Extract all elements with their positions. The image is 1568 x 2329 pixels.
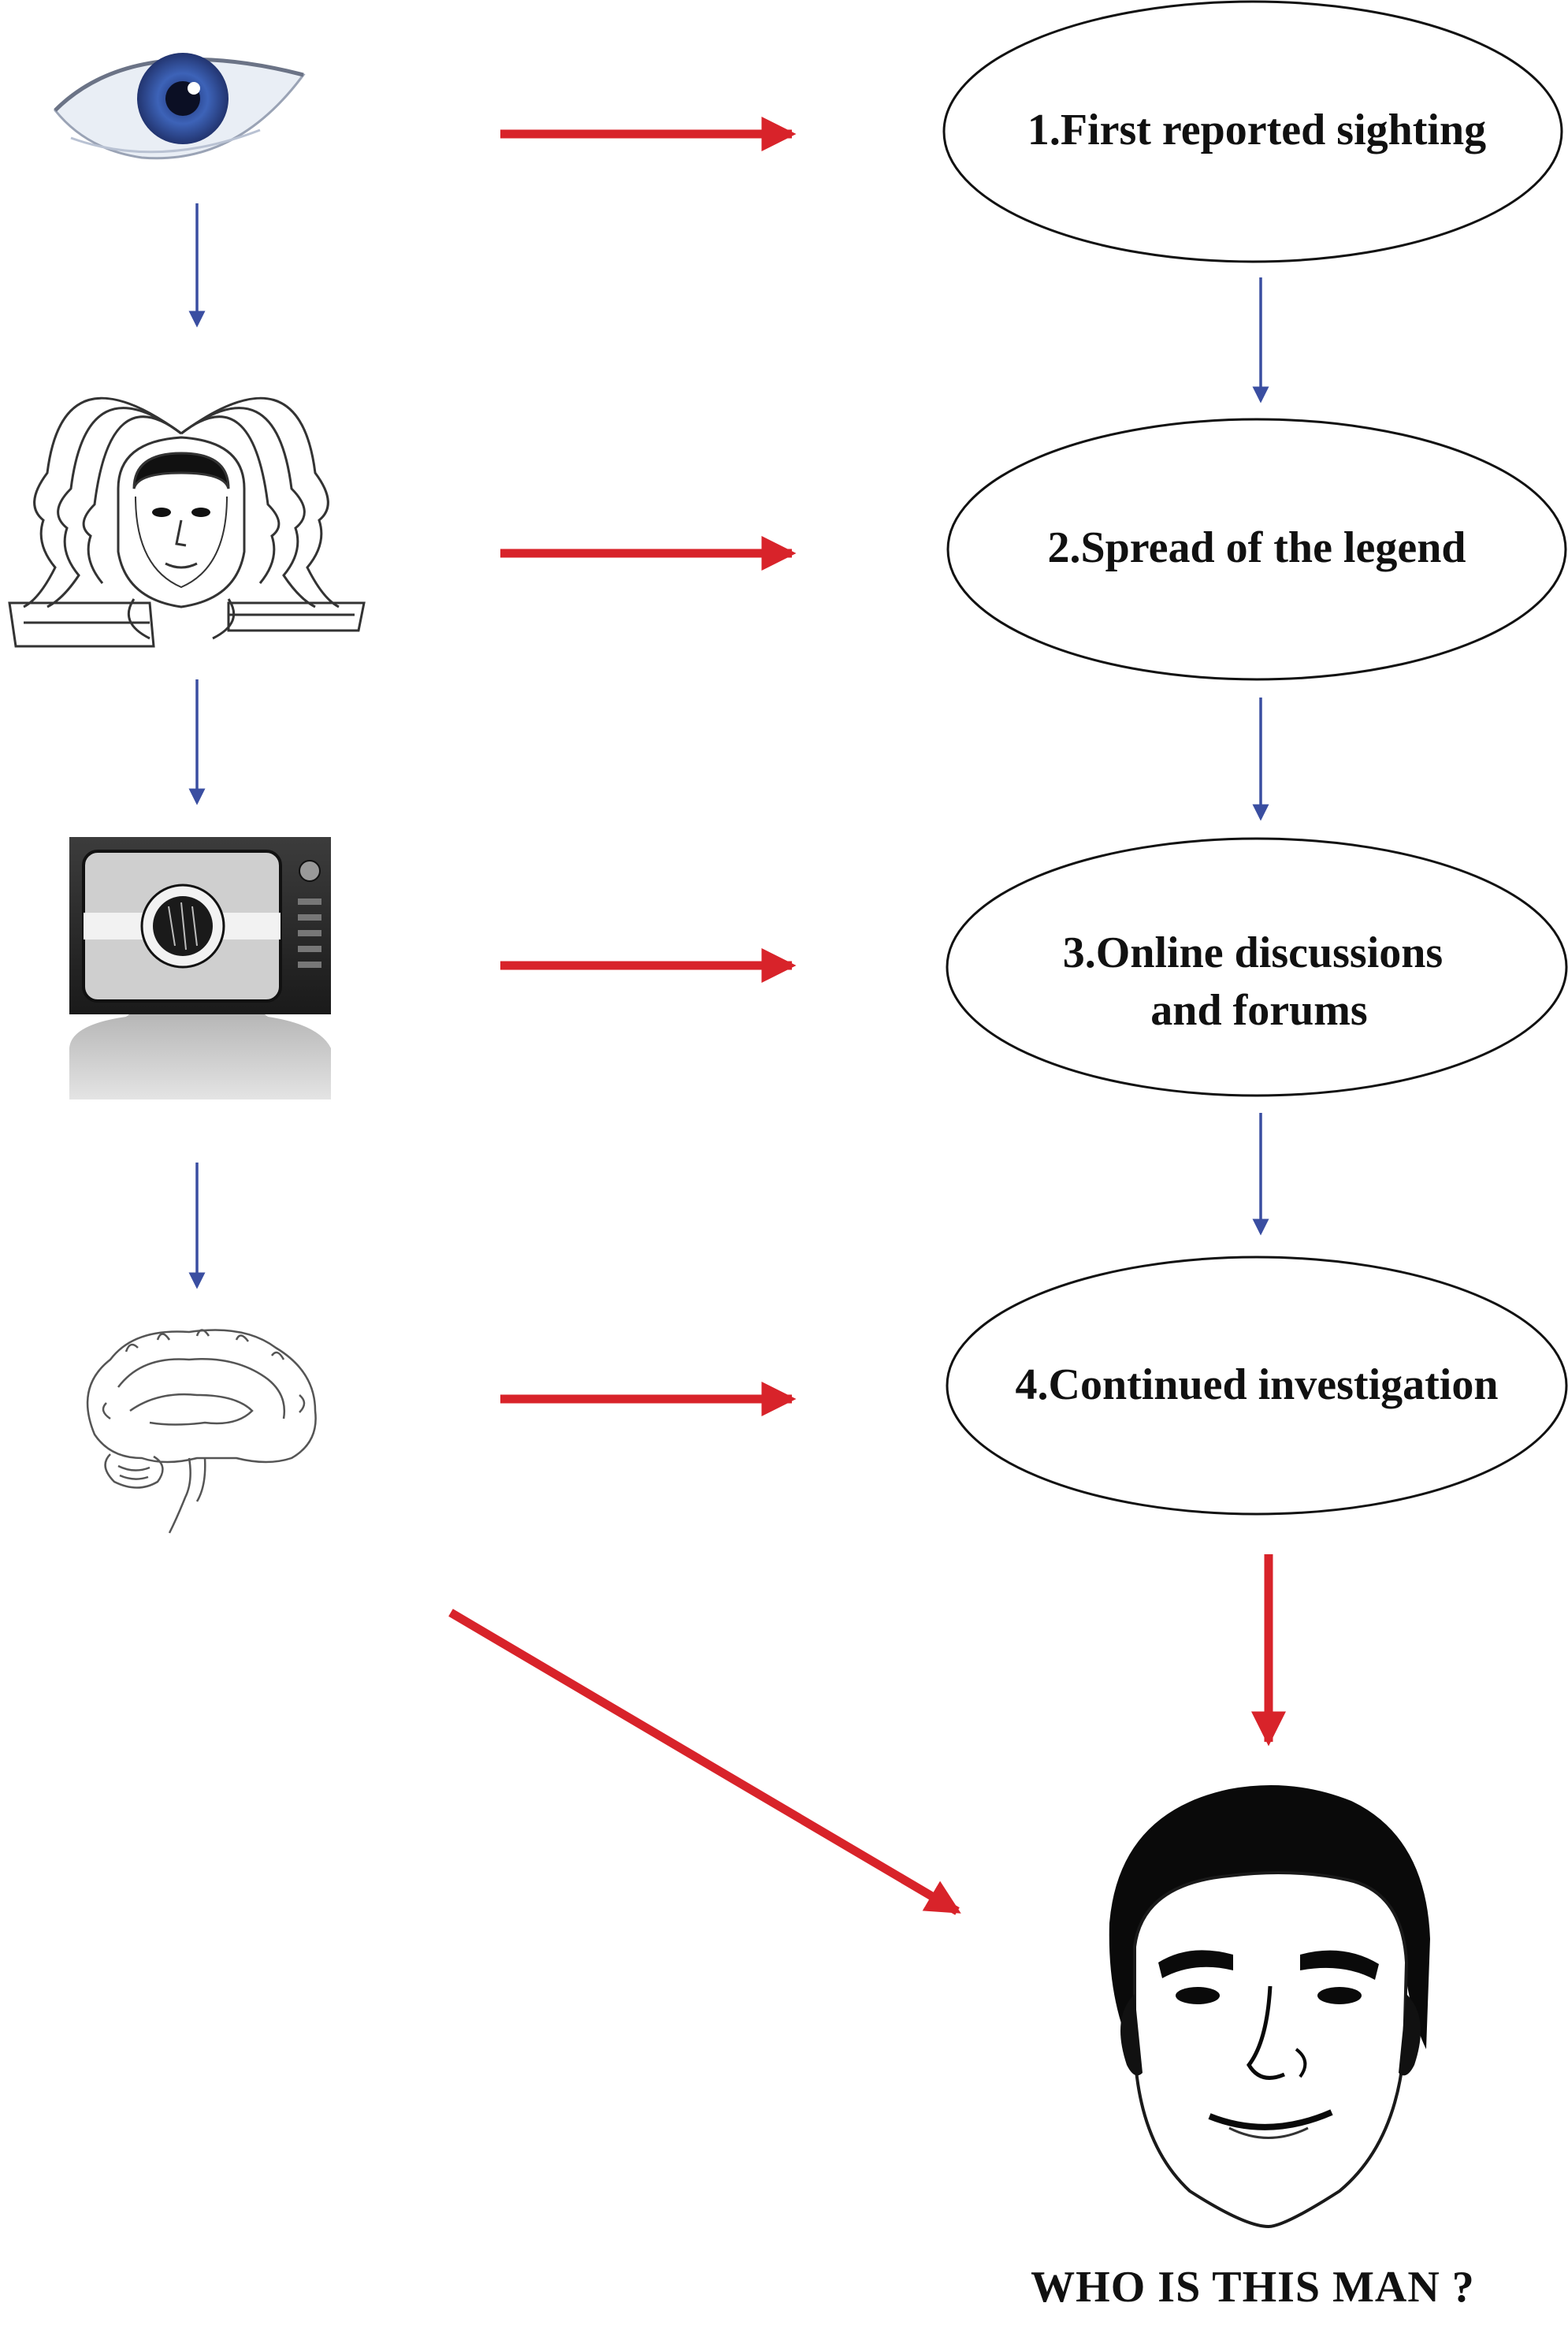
stage-2-label: 2.Spread of the legend xyxy=(1048,523,1466,572)
stage-1-ellipse xyxy=(942,0,1563,263)
stage-4-ellipse xyxy=(946,1256,1568,1516)
stage-3-ellipse xyxy=(946,837,1568,1097)
diagonal-arrow-to-man xyxy=(448,1609,961,1915)
stage-1-label: 1.First reported sighting xyxy=(1027,106,1486,154)
stage-4-label: 4.Continued investigation xyxy=(1016,1360,1499,1409)
stage-2-node: 2.Spread of the legend xyxy=(946,418,1567,681)
stage-arrows xyxy=(448,117,1286,1915)
man-face-sketch-icon xyxy=(1109,1785,1430,2229)
television-head-icon xyxy=(69,837,331,1099)
crowd-of-heads-icon xyxy=(8,396,366,648)
stage-3-node: 3.Online discussions and forums xyxy=(946,837,1568,1097)
final-caption: WHO IS THIS MAN ? xyxy=(1031,2263,1475,2312)
stage-3-label-line-1: 3.Online discussions xyxy=(1063,928,1443,977)
eye-icon xyxy=(53,53,306,160)
brain-icon xyxy=(86,1329,317,1534)
stage-1-node: 1.First reported sighting xyxy=(942,0,1563,263)
stage-2-ellipse xyxy=(946,418,1567,681)
stage-4-node: 4.Continued investigation xyxy=(946,1256,1568,1516)
stage-3-label-line-2: and forums xyxy=(1150,986,1367,1035)
